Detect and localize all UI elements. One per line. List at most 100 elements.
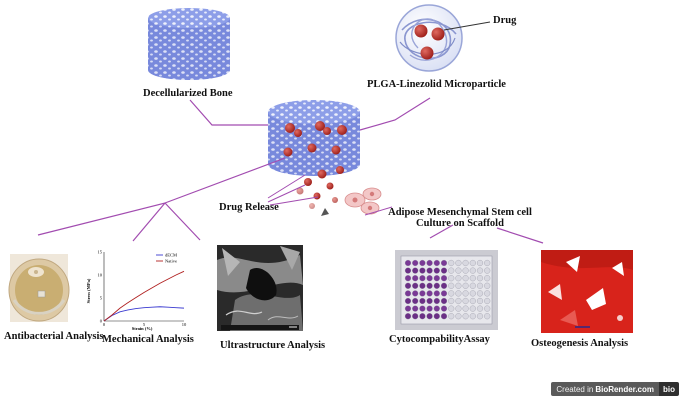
plate-well (412, 313, 419, 320)
plate-well (469, 267, 476, 274)
drug-particle-icon (414, 24, 428, 38)
plate-well (462, 297, 469, 305)
plate-well (476, 282, 484, 289)
biorender-logo-icon: bio (659, 382, 679, 396)
loaded-scaffold-icon (268, 100, 360, 176)
plate-well (426, 275, 433, 282)
plate-well (433, 305, 440, 312)
x-tick-label: 0 (103, 322, 106, 327)
badge-text: Created in (556, 384, 594, 394)
x-tick-label: 5 (143, 322, 146, 327)
plate-well (419, 275, 426, 282)
y-tick-label: 10 (98, 273, 103, 278)
plate-well (426, 267, 433, 274)
plate-well (476, 290, 484, 297)
plate-well (484, 305, 491, 312)
plate-well (419, 313, 426, 320)
cytocompatibility-label: CytocompabilityAssay (389, 334, 490, 345)
plate-well (433, 267, 440, 274)
adipose-stem-cell-label: Adipose Mesenchymal Stem cell Culture on… (380, 207, 540, 229)
plate-well (426, 259, 433, 267)
plate-well (455, 275, 462, 282)
plate-well (440, 259, 448, 267)
x-tick-label: 10 (182, 322, 187, 327)
plate-well (433, 297, 440, 305)
drug-label: Drug (493, 15, 517, 26)
plate-well (440, 275, 448, 282)
chart-y-label: Stress (MPa) (86, 278, 91, 303)
plate-well (455, 297, 462, 305)
plate-well (448, 282, 455, 289)
plate-well (462, 259, 469, 267)
plate-well (484, 297, 491, 305)
plate-well (412, 267, 419, 274)
plate-well (404, 282, 412, 289)
plate-well (476, 297, 484, 305)
series-line-decm (103, 306, 185, 322)
plate-well (455, 313, 462, 320)
plate-well (404, 267, 412, 274)
plate-well (426, 305, 433, 312)
chart-axes (103, 252, 184, 322)
plate-well (404, 275, 412, 282)
plate-well (469, 313, 476, 320)
plate-well (433, 275, 440, 282)
sem-image (217, 245, 303, 331)
plate-well (455, 282, 462, 289)
plate-well (440, 313, 448, 320)
well-plate-photo (395, 250, 498, 330)
plate-well (448, 313, 455, 320)
adipose-label-line2: Culture on Scaffold (416, 218, 504, 229)
plate-well (484, 259, 491, 267)
plate-well (462, 282, 469, 289)
plate-well (476, 275, 484, 282)
plate-well (469, 305, 476, 312)
plate-well (469, 297, 476, 305)
adipose-label-line1: Adipose Mesenchymal Stem cell (388, 207, 532, 218)
y-tick-label: 15 (98, 250, 103, 255)
plate-well (404, 290, 412, 297)
plate-well (448, 297, 455, 305)
plate-well (426, 282, 433, 289)
plate-well (448, 259, 455, 267)
legend-label: Native (165, 259, 177, 264)
plate-well (484, 282, 491, 289)
plate-well (433, 290, 440, 297)
plate-well (404, 313, 412, 320)
badge-brand-name: BioRender.com (595, 384, 654, 394)
plate-well (404, 305, 412, 312)
plate-well (426, 290, 433, 297)
legend-label: dECM (165, 253, 177, 258)
plate-well (419, 282, 426, 289)
plate-well (462, 313, 469, 320)
plate-well (462, 275, 469, 282)
osteogenesis-label: Osteogenesis Analysis (531, 338, 629, 349)
plate-well (440, 290, 448, 297)
plate-well (426, 297, 433, 305)
plate-well (412, 259, 419, 267)
plate-well (476, 259, 484, 267)
plate-well (440, 282, 448, 289)
plate-well (484, 267, 491, 274)
plate-well (412, 282, 419, 289)
series-line-native (103, 270, 185, 322)
plate-well (462, 267, 469, 274)
plate-well (455, 290, 462, 297)
plate-well (426, 313, 433, 320)
plate-well (448, 305, 455, 312)
plate-well (476, 305, 484, 312)
plate-well (433, 313, 440, 320)
plate-well (433, 259, 440, 267)
plate-well (469, 290, 476, 297)
drug-release-label: Drug Release (219, 202, 279, 213)
plate-well (448, 267, 455, 274)
plate-well (433, 282, 440, 289)
antibacterial-photo (8, 254, 70, 322)
plga-microparticle-label: PLGA-Linezolid Microparticle (367, 79, 506, 90)
plate-well (448, 290, 455, 297)
plate-well (412, 290, 419, 297)
plate-well (412, 297, 419, 305)
plate-well (419, 290, 426, 297)
